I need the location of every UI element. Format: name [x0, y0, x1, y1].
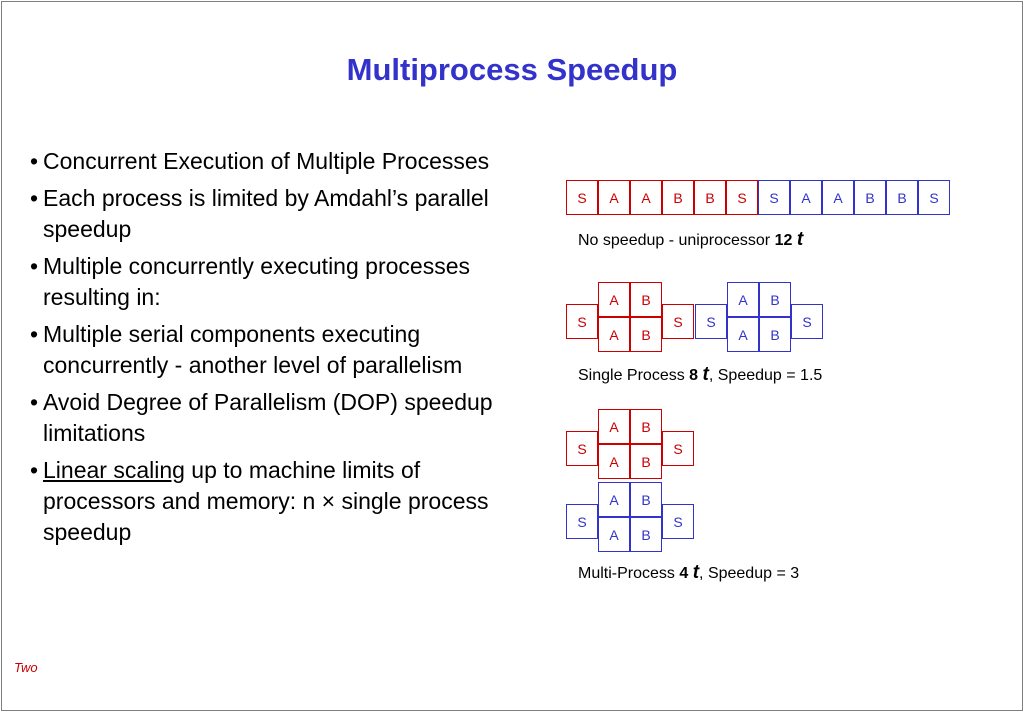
bullet-item: • Multiple serial components executing c… [30, 321, 463, 378]
block-s-process1: S [566, 431, 598, 466]
bullet-item: •Concurrent Execution of Multiple Proces… [30, 148, 490, 174]
linear-scaling-link-text: Linear scaling [43, 457, 185, 483]
bullet-item: •Linear scaling up to machine limits of … [30, 457, 489, 545]
block-a-process2: A [790, 180, 822, 215]
bullet-item: •Multiple concurrently executing process… [30, 253, 470, 310]
slide-title: Multiprocess Speedup [346, 52, 678, 87]
block-s-process1: S [726, 180, 758, 215]
caption-uniprocessor: No speedup - uniprocessor 12 t [578, 229, 804, 250]
block-a-process1: A [598, 282, 630, 317]
block-s-process1: S [662, 304, 694, 339]
bullet-text: Concurrent Execution of Multiple Process… [43, 148, 490, 174]
block-a-process1: A [598, 444, 630, 479]
block-s-process2: S [566, 504, 598, 539]
bullet-text: Multiple concurrently executing processe… [43, 253, 470, 310]
bullet-item: •Avoid Degree of Parallelism (DOP) speed… [30, 389, 493, 446]
block-a-process2: A [822, 180, 854, 215]
block-a-process2: A [598, 517, 630, 552]
block-s-process2: S [791, 304, 823, 339]
block-b-process1: B [630, 444, 662, 479]
block-s-process1: S [662, 431, 694, 466]
block-b-process1: B [694, 180, 726, 215]
block-b-process1: B [662, 180, 694, 215]
bullet-text: Each process is limited by Amdahl’s para… [43, 185, 489, 242]
block-s-process2: S [662, 504, 694, 539]
block-a-process1: A [598, 180, 630, 215]
caption-single-process: Single Process 8 t, Speedup = 1.5 [578, 364, 823, 385]
block-a-process2: A [598, 482, 630, 517]
block-a-process1: A [630, 180, 662, 215]
block-b-process1: B [630, 282, 662, 317]
block-s-process2: S [918, 180, 950, 215]
block-b-process2: B [630, 517, 662, 552]
block-b-process1: B [630, 317, 662, 352]
block-s-process2: S [758, 180, 790, 215]
block-a-process2: A [727, 282, 759, 317]
block-a-process1: A [598, 317, 630, 352]
bullet-text: Multiple serial components executing con… [43, 321, 463, 378]
block-s-process1: S [566, 304, 598, 339]
block-s-process2: S [695, 304, 727, 339]
block-b-process2: B [854, 180, 886, 215]
block-b-process1: B [630, 409, 662, 444]
bullet-item: •Each process is limited by Amdahl’s par… [30, 185, 489, 242]
block-s-process1: S [566, 180, 598, 215]
slide-footer: Two [14, 660, 38, 675]
block-b-process2: B [759, 317, 791, 352]
block-a-process1: A [598, 409, 630, 444]
bullet-list: •Concurrent Execution of Multiple Proces… [30, 146, 520, 554]
block-b-process2: B [759, 282, 791, 317]
block-b-process2: B [630, 482, 662, 517]
block-a-process2: A [727, 317, 759, 352]
block-b-process2: B [886, 180, 918, 215]
bullet-text: Avoid Degree of Parallelism (DOP) speedu… [43, 389, 493, 446]
caption-multi-process: Multi-Process 4 t, Speedup = 3 [578, 562, 800, 583]
bullet-text: up to machine limits of processors and m… [43, 457, 489, 545]
